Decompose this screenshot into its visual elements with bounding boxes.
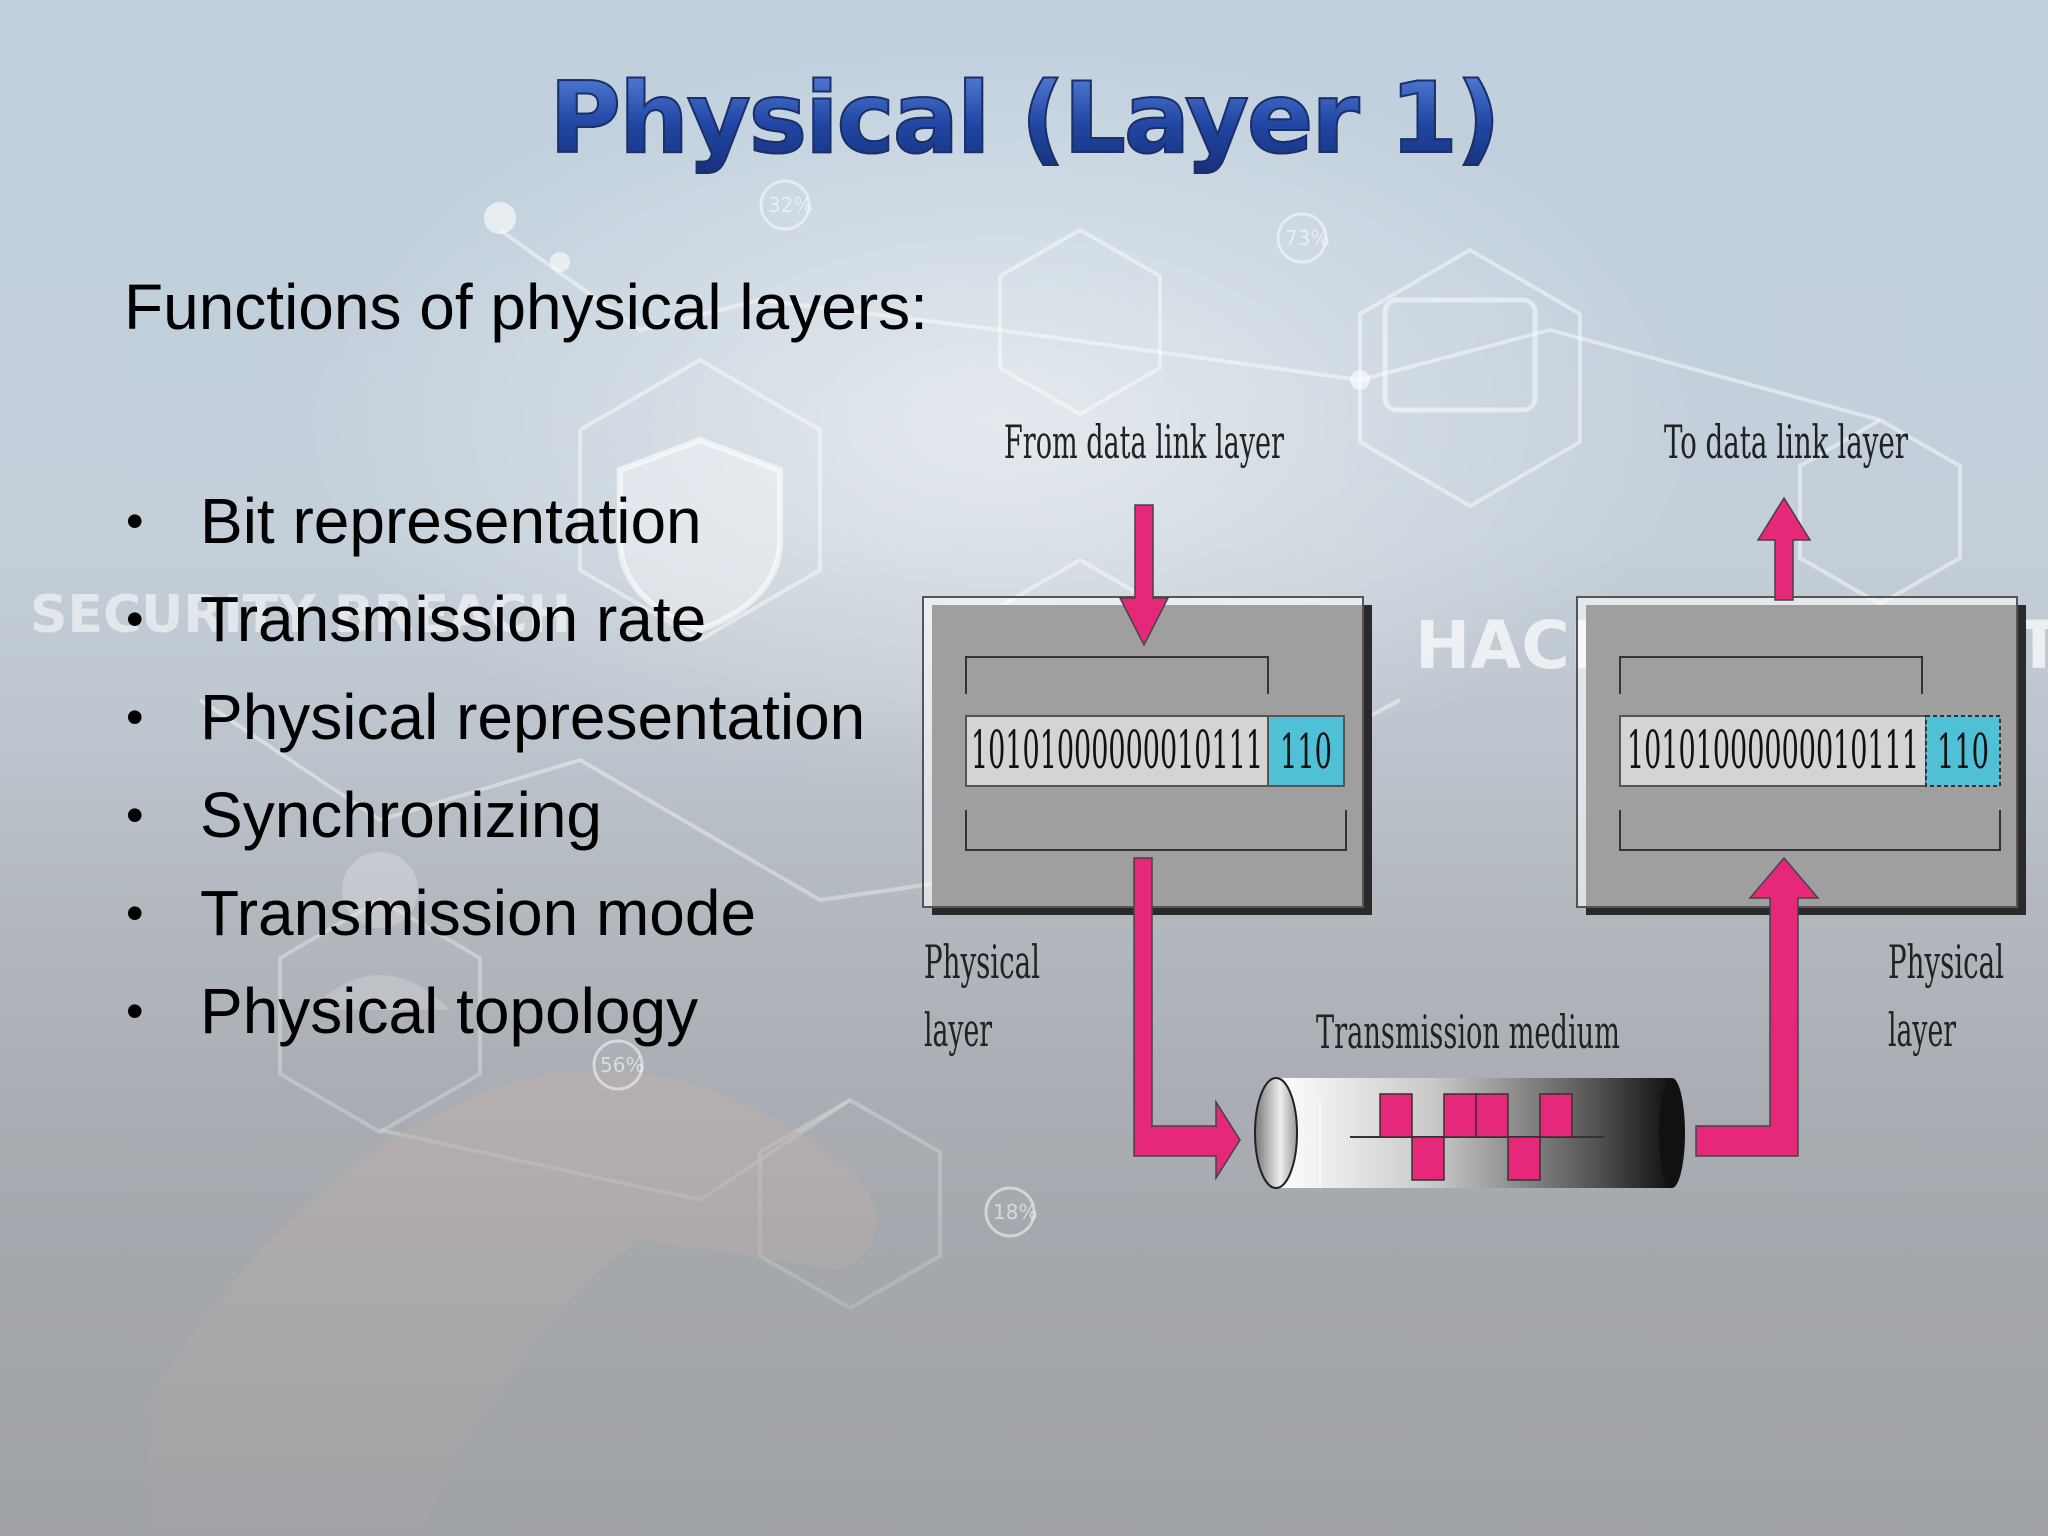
left-down-right-arrow-icon bbox=[1133, 857, 1241, 1181]
right-physical-label-line1: Physical bbox=[1888, 935, 2004, 989]
transmission-medium-cylinder bbox=[1254, 1077, 1685, 1189]
from-data-link-label: From data link layer bbox=[1004, 415, 1284, 469]
right-physical-box: 10101000000010111 110 bbox=[1576, 596, 2026, 915]
right-up-arrow-icon bbox=[1695, 856, 1820, 1157]
to-data-link-label: To data link layer bbox=[1664, 415, 1908, 469]
down-arrow-icon bbox=[1118, 504, 1170, 647]
left-physical-label-line2: layer bbox=[924, 1003, 992, 1057]
bg-word-security: SECURITY BREACH bbox=[30, 585, 571, 645]
bullet-dot: • bbox=[126, 885, 144, 941]
bg-badge-56: 56% bbox=[600, 1053, 644, 1077]
right-bits: 10101000000010111 bbox=[1627, 721, 1919, 781]
left-physical-label-line1: Physical bbox=[924, 935, 1040, 989]
bullet-item: •Transmission mode bbox=[126, 877, 757, 949]
bullet-item: •Bit representation bbox=[126, 485, 702, 557]
right-tail-bits: 110 bbox=[1937, 724, 1989, 780]
slide-subtitle: Functions of physical layers: bbox=[124, 271, 928, 343]
bullet-item: •Physical representation bbox=[126, 681, 866, 753]
bullet-item: •Transmission rate bbox=[126, 583, 707, 655]
signal-waveform bbox=[1379, 1093, 1573, 1181]
transmission-medium-label: Transmission medium bbox=[1316, 1005, 1620, 1059]
bg-badge-73: 73% bbox=[1285, 226, 1329, 250]
right-physical-label-line2: layer bbox=[1888, 1003, 1956, 1057]
left-tail-bits: 110 bbox=[1280, 724, 1332, 780]
left-bits: 10101000000010111 bbox=[971, 721, 1263, 781]
up-arrow-icon bbox=[1756, 496, 1812, 601]
bg-badge-32: 32% bbox=[768, 193, 812, 217]
bullet-item: •Physical topology bbox=[126, 975, 699, 1047]
bg-badge-18: 18% bbox=[993, 1200, 1037, 1224]
slide-title: Physical (Layer 1) bbox=[0, 61, 2048, 177]
bullet-dot: • bbox=[126, 983, 144, 1039]
bullet-dot: • bbox=[126, 787, 144, 843]
bullet-list: •Bit representation •Transmission rate •… bbox=[124, 484, 865, 1072]
bullet-dot: • bbox=[126, 493, 144, 549]
bullet-item: •Synchronizing bbox=[126, 779, 602, 851]
bullet-dot: • bbox=[126, 591, 144, 647]
bullet-dot: • bbox=[126, 689, 144, 745]
